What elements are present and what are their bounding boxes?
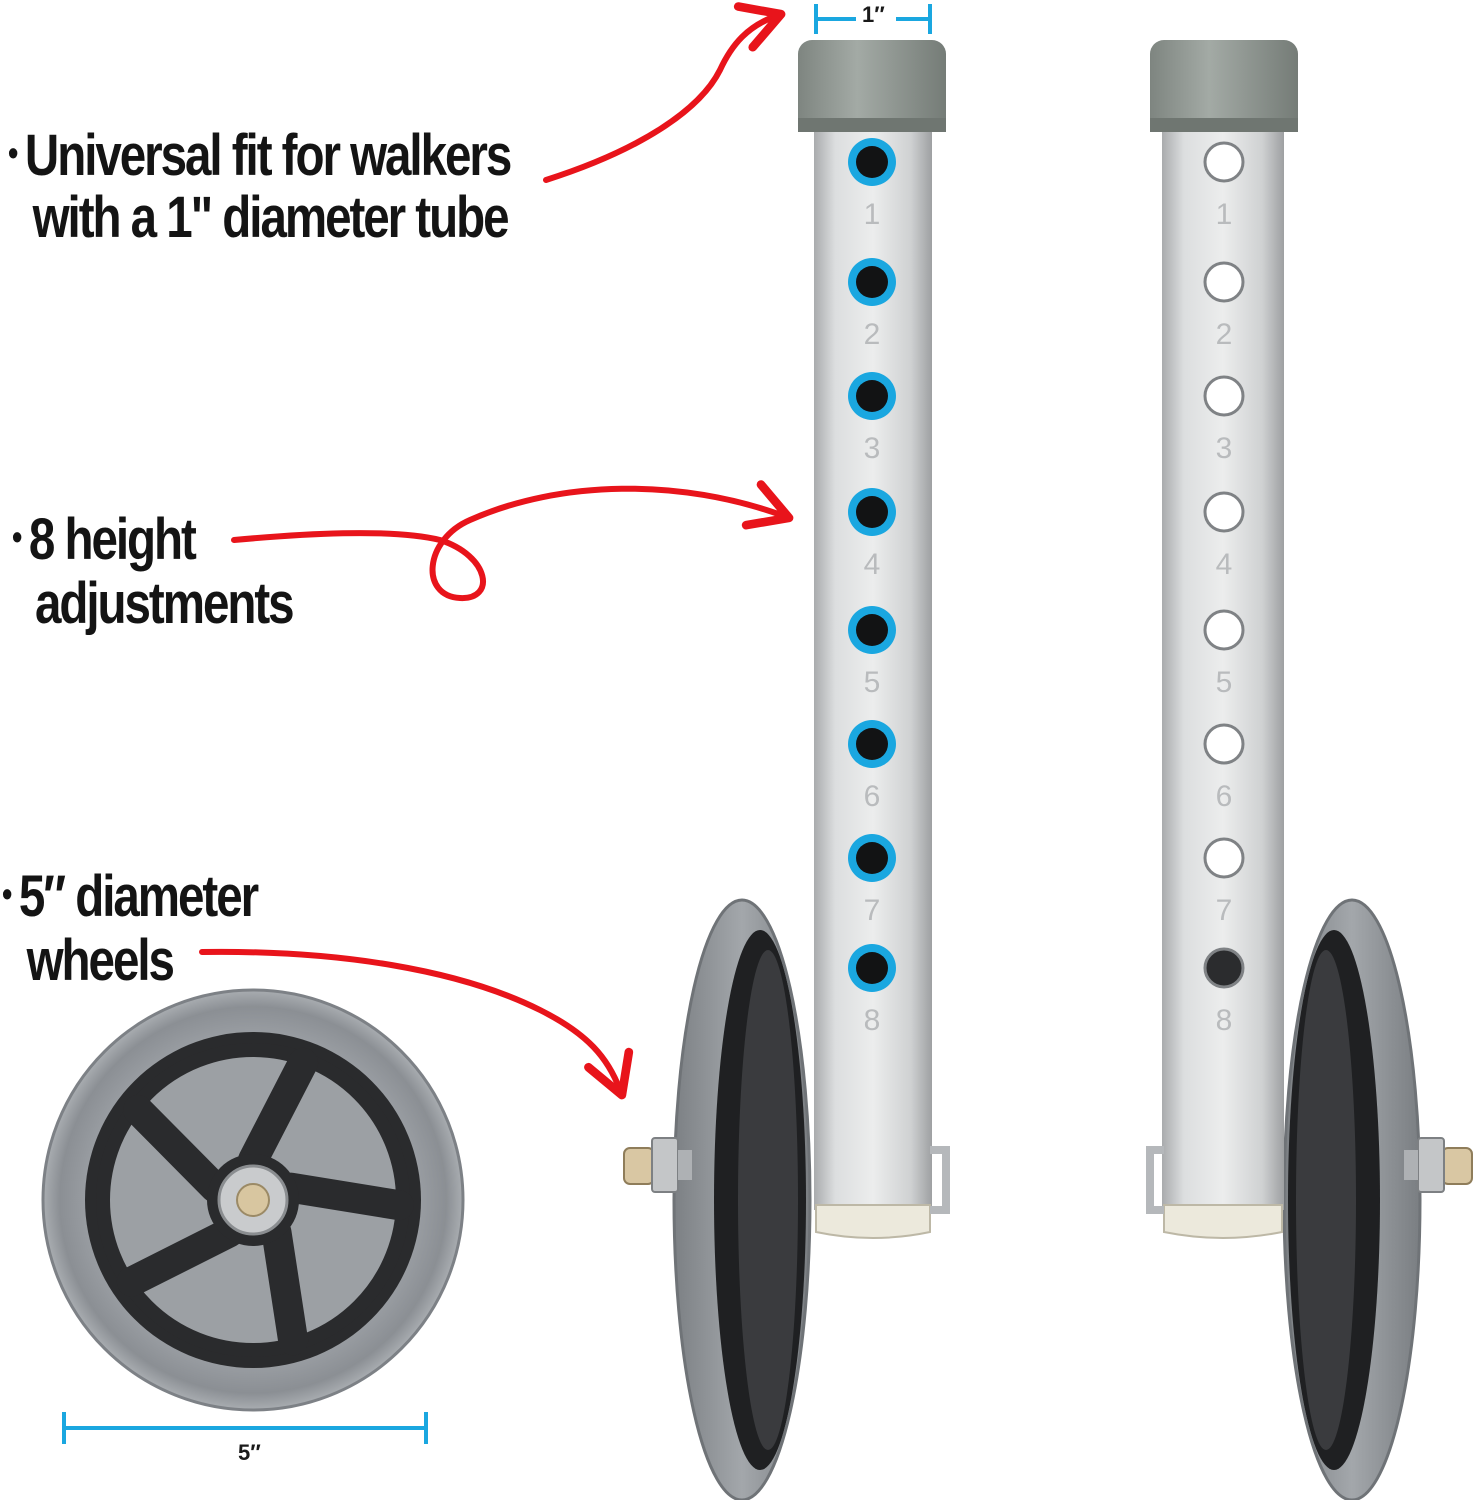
left-leg-wheel <box>672 898 812 1500</box>
wheel-spoke <box>276 1172 414 1221</box>
adjustment-hole <box>1203 837 1245 879</box>
bullet: • <box>2 873 13 914</box>
feature-line: adjustments <box>34 571 295 636</box>
adjustment-hole <box>1203 141 1245 183</box>
adjustment-hole <box>1203 375 1245 417</box>
front-view-wheel <box>41 988 465 1412</box>
adjustment-hole <box>856 266 888 298</box>
adjustment-hole <box>1203 947 1245 989</box>
adjustment-hole <box>1203 491 1245 533</box>
wheel-axle <box>236 1183 270 1217</box>
right-leg-adjustment-holes: 1 2 3 4 5 6 7 8 <box>1203 141 1245 1037</box>
adjustment-hole <box>856 952 888 984</box>
adjustment-hole <box>856 728 888 760</box>
wheel-diameter-label: 5″ <box>238 1440 261 1465</box>
hole-number: 7 <box>1216 894 1233 927</box>
right-leg-cap <box>1150 40 1298 132</box>
hole-number: 5 <box>1216 666 1233 699</box>
callout-arrow-height <box>231 480 794 602</box>
right-leg-wheel <box>1282 898 1422 1500</box>
right-leg-axle-bolt <box>1404 1137 1473 1193</box>
left-leg-adjustment-holes: 1 2 3 4 5 6 7 8 <box>848 138 896 1037</box>
hole-number: 1 <box>864 198 881 231</box>
adjustment-hole <box>1203 609 1245 651</box>
hole-number: 4 <box>1216 548 1233 581</box>
hole-number: 3 <box>1216 432 1233 465</box>
hole-number: 3 <box>864 432 881 465</box>
left-leg-axle-bolt <box>623 1137 692 1193</box>
hole-number: 2 <box>864 318 881 351</box>
bullet: • <box>8 132 19 173</box>
right-leg-clip <box>1146 1146 1164 1214</box>
hole-number: 2 <box>1216 318 1233 351</box>
hole-number: 5 <box>864 666 881 699</box>
wheel-spoke <box>261 1217 309 1356</box>
wheel-spokes <box>116 1047 414 1356</box>
hole-number: 1 <box>1216 198 1233 231</box>
adjustment-hole <box>856 380 888 412</box>
left-leg-cap <box>798 40 946 132</box>
hole-number: 8 <box>864 1004 881 1037</box>
adjustment-hole <box>856 614 888 646</box>
adjustment-hole <box>856 842 888 874</box>
hole-number: 7 <box>864 894 881 927</box>
feature-line: Universal fit for walkers <box>24 123 512 188</box>
wheel-spoke <box>238 1047 319 1175</box>
bullet: • <box>12 516 23 557</box>
feature-line: 5″ diameter <box>18 864 259 929</box>
wheel-diameter-dimension <box>62 1412 428 1444</box>
callout-arrow-tube-fit <box>543 2 786 183</box>
feature-line: 8 height <box>28 507 197 572</box>
hole-number: 6 <box>1216 780 1233 813</box>
feature-line: wheels <box>26 928 175 993</box>
adjustment-hole <box>856 146 888 178</box>
hole-number: 6 <box>864 780 881 813</box>
left-leg-bottom-plug <box>815 1204 931 1239</box>
adjustment-hole <box>1203 261 1245 303</box>
right-leg-bottom-plug <box>1163 1204 1283 1239</box>
tube-diameter-label: 1″ <box>862 2 885 27</box>
adjustment-hole <box>856 496 888 528</box>
tube-diameter-dimension <box>814 4 932 34</box>
wheel-spoke <box>116 1217 245 1297</box>
feature-universal-fit: •Universal fit for walkers with a 1" dia… <box>8 122 512 250</box>
wheel-spoke <box>123 1095 230 1203</box>
callout-arrow-wheels <box>199 948 634 1100</box>
feature-height-adjustments: •8 height adjustments <box>12 505 295 636</box>
feature-line: with a 1" diameter tube <box>32 185 510 250</box>
left-leg-clip <box>930 1146 950 1214</box>
left-walker-leg: 1 2 3 4 5 6 7 8 <box>623 40 950 1500</box>
hole-number: 4 <box>864 548 881 581</box>
right-walker-leg: 1 2 3 4 5 6 7 8 <box>1146 40 1473 1500</box>
hole-number: 8 <box>1216 1004 1233 1037</box>
adjustment-hole <box>1203 723 1245 765</box>
feature-wheel-diameter: •5″ diameter wheels <box>2 862 259 993</box>
